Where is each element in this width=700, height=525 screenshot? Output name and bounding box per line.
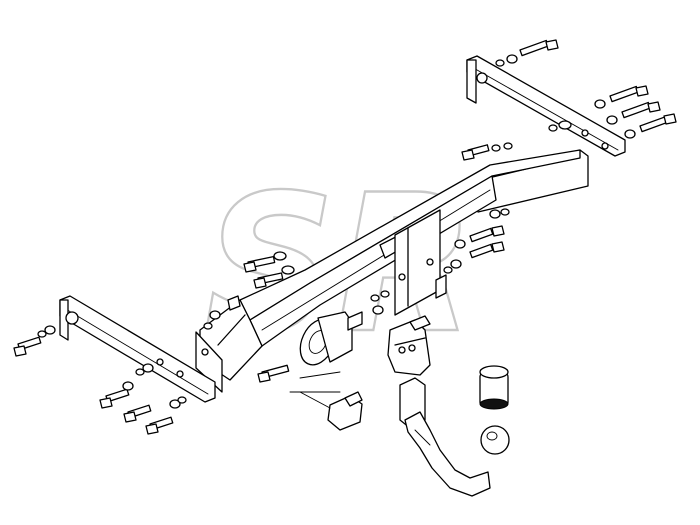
ball-cover-cap	[479, 365, 509, 410]
ball-mount-receiver	[372, 305, 431, 376]
socket-plate	[289, 311, 363, 393]
bolts-right-upper	[495, 39, 677, 139]
detachable-ball-neck	[399, 377, 491, 497]
main-crossbar	[195, 149, 589, 393]
left-bracket-plate	[59, 295, 216, 403]
tow-ball	[480, 425, 510, 455]
bolts-left	[13, 325, 290, 435]
right-bracket-plate	[466, 55, 626, 157]
bolts-centre	[203, 142, 513, 330]
electrical-socket	[299, 391, 363, 431]
